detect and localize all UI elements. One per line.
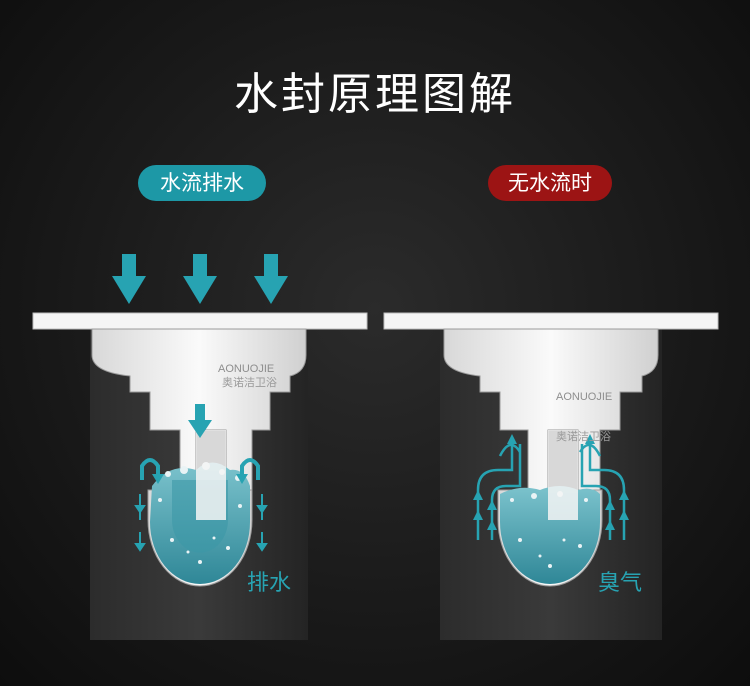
- arrow-down-icon: [254, 254, 288, 304]
- brand-watermark: AONUOJIE: [218, 363, 274, 375]
- badge-water-flowing: 水流排水: [138, 165, 266, 201]
- arrow-up-icon: [588, 442, 626, 540]
- inflow-arrows: [112, 254, 288, 438]
- brand-watermark: AONUOJIE: [556, 391, 612, 403]
- arrow-down-icon: [112, 254, 146, 304]
- odor-blocked-arrows: [476, 442, 626, 540]
- arrow-down-icon: [183, 254, 217, 304]
- floor-plate: [383, 312, 719, 330]
- flow-label-odor: 臭气: [598, 571, 642, 596]
- right-drain: AONUOJIE 奥诺洁卫浴 臭气: [383, 312, 719, 640]
- arrow-up-icon: [490, 444, 522, 540]
- curved-arrow-icon: [578, 443, 602, 457]
- badge-no-water: 无水流时: [488, 165, 612, 201]
- left-drain: AONUOJIE 奥诺洁卫浴 排水: [32, 254, 368, 640]
- arrow-down-icon: [188, 404, 212, 438]
- overflow-arrows: [140, 458, 260, 480]
- falling-water-arrows: [134, 494, 268, 552]
- curved-arrow-icon: [240, 458, 260, 480]
- center-stem: [548, 430, 578, 520]
- brand-watermark-cn: 奥诺洁卫浴: [222, 375, 277, 389]
- brand-watermark-cn: 奥诺洁卫浴: [556, 429, 611, 443]
- curved-arrow-icon: [140, 458, 160, 480]
- flow-label-drain: 排水: [247, 571, 291, 596]
- floor-plate: [32, 312, 368, 330]
- center-stem: [196, 430, 226, 520]
- arrow-up-icon: [580, 444, 612, 540]
- arrow-up-icon: [476, 442, 514, 540]
- page-title: 水封原理图解: [234, 69, 516, 120]
- curved-arrow-icon: [498, 443, 522, 457]
